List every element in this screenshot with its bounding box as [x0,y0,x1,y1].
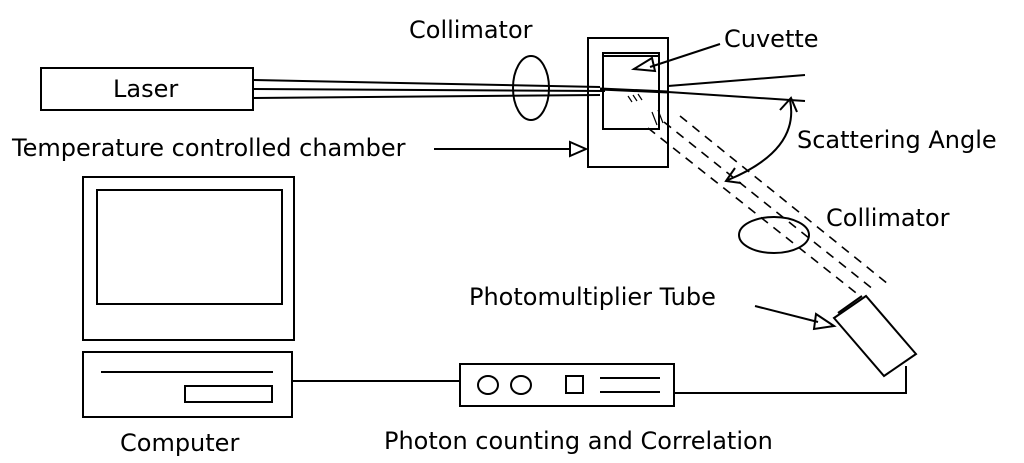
photomultiplier-tube [832,294,918,378]
laser-beam [252,79,606,99]
correlator-display [565,375,584,394]
temperature-chamber [587,37,669,168]
correlator-knob-2 [510,375,532,395]
scattered-beam [647,115,889,297]
chamber-label: Temperature controlled chamber [11,134,406,162]
chamber-box [587,37,669,168]
correlator-knob-1 [477,375,499,395]
monitor-outer [82,176,295,341]
scattering-angle-arc [724,96,798,184]
collimator-top-label: Collimator [409,16,533,44]
cuvette-label: Cuvette [724,25,819,53]
pmt-arrow [754,305,837,331]
pmt-label: Photomultiplier Tube [469,283,716,311]
laser: Laser [40,67,254,111]
disk-slot [184,385,273,403]
pmt-cable [674,366,907,394]
monitor-screen [96,189,283,305]
correlator-box [459,363,675,407]
photon-counting-unit [459,363,675,407]
collimator-top-lens [512,55,550,121]
computer [82,176,295,418]
cuvette-arrow [630,43,721,73]
transmitted-beam [599,74,806,102]
chamber-arrow [434,140,589,158]
scattering-angle-label: Scattering Angle [797,126,997,154]
laser-label: Laser [113,75,178,103]
computer-label: Computer [120,429,239,457]
computer-case [82,351,293,418]
collimator-bottom-label: Collimator [826,204,950,232]
collimator-bottom-lens [738,216,810,254]
photon-counting-label: Photon counting and Correlation [384,427,773,455]
